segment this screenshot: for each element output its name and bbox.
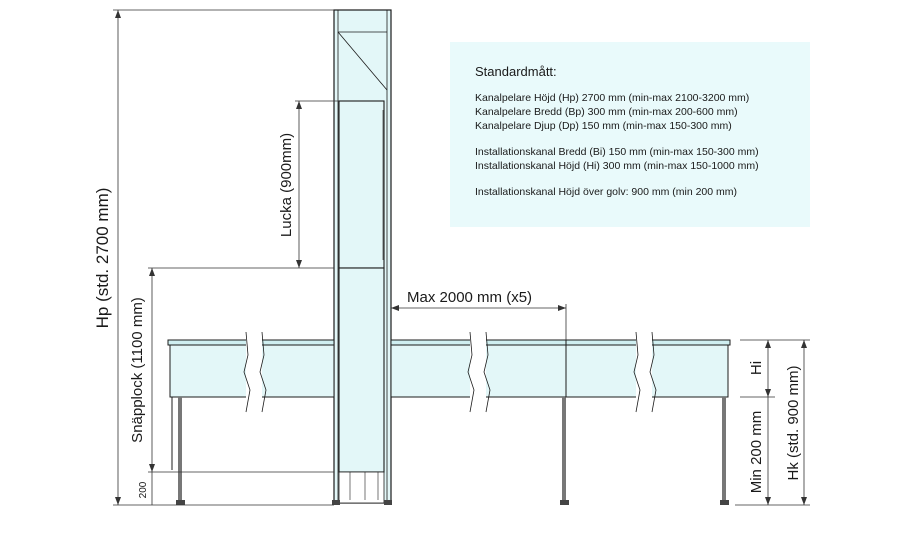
label-min200: Min 200 mm [748, 411, 765, 494]
channel-right [565, 331, 731, 505]
info-line: Installationskanal Höjd (Hi) 300 mm (min… [475, 160, 759, 172]
dimension-arrows [115, 10, 807, 505]
info-line: Kanalpelare Höjd (Hp) 2700 mm (min-max 2… [475, 92, 750, 104]
snap-cover [338, 267, 385, 473]
channel-pillar [332, 9, 392, 505]
info-group-floor: Installationskanal Höjd över golv: 900 m… [475, 185, 810, 199]
label-snapplock: Snäpplock (1100 mm) [129, 297, 146, 443]
info-title: Standardmått: [475, 64, 557, 79]
label-hi: Hi [748, 361, 765, 375]
info-group-channel: Installationskanal Bredd (Bi) 150 mm (mi… [475, 145, 810, 173]
label-200: 200 [138, 481, 149, 498]
info-group-pillar: Kanalpelare Höjd (Hp) 2700 mm (min-max 2… [475, 91, 810, 133]
label-max-span: Max 2000 mm (x5) [407, 289, 532, 306]
standard-dimensions-box: Standardmått: Kanalpelare Höjd (Hp) 2700… [450, 42, 810, 227]
label-hk: Hk (std. 900 mm) [785, 365, 802, 480]
dimension-labels: Hp (std. 2700 mm) Snäpplock (1100 mm) 20… [93, 133, 802, 498]
hatch-door [338, 100, 385, 269]
info-line: Kanalpelare Djup (Dp) 150 mm (min-max 15… [475, 120, 732, 132]
info-line: Installationskanal Bredd (Bi) 150 mm (mi… [475, 146, 759, 158]
channel-middle [390, 331, 569, 505]
info-line: Kanalpelare Bredd (Bp) 300 mm (min-max 2… [475, 106, 738, 118]
label-lucka: Lucka (900mm) [278, 133, 295, 237]
info-line: Installationskanal Höjd över golv: 900 m… [475, 186, 738, 198]
channel-left [167, 331, 335, 505]
label-hp: Hp (std. 2700 mm) [93, 188, 112, 329]
dimension-lines [113, 9, 810, 506]
